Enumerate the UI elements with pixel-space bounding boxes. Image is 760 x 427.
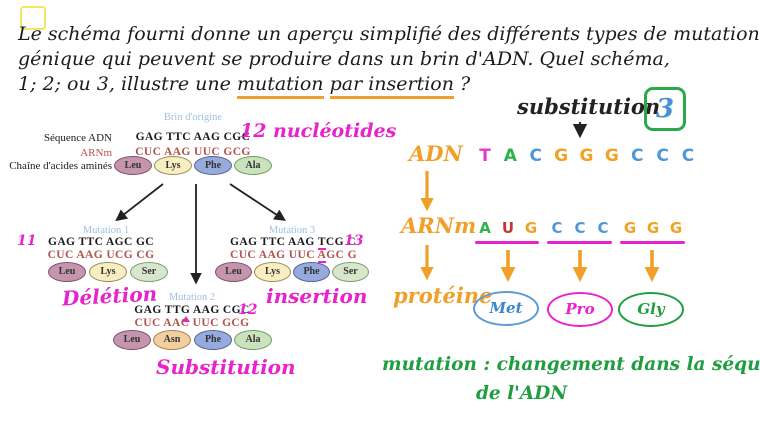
- mutation-2-amino-acid-phe: Phe: [194, 330, 232, 350]
- origin-dna-sequence: GAG TTC AAG CGC: [135, 131, 251, 143]
- substitution-label: Substitution: [156, 355, 296, 379]
- mutation-3-amino-acid-ser: Ser: [332, 262, 369, 282]
- question-underlined-mutation: mutation: [236, 73, 324, 99]
- mutation-1-count: 11: [17, 233, 37, 249]
- protein-pro-oval: Pro: [547, 292, 613, 327]
- insertion-label: insertion: [266, 284, 368, 308]
- mrna-label: ARNm: [80, 147, 112, 159]
- codon-ccc: C C C: [551, 219, 609, 237]
- question-line-2: génique qui peuvent se produire dans un …: [18, 48, 670, 70]
- amino-acid-chain-label: Chaîne d'acides aminés: [9, 160, 112, 172]
- question-line-3-prefix: 1; 2; ou 3, illustre une: [18, 73, 231, 95]
- answer-value: 3: [655, 94, 675, 124]
- dna-base-C: C: [529, 146, 542, 166]
- dna-base-G3: G: [604, 146, 619, 166]
- mutation-1-amino-acid-ser: Ser: [130, 262, 168, 282]
- protein-gly-oval: Gly: [618, 292, 684, 327]
- origin-amino-acid-leu: Leu: [114, 156, 152, 175]
- question-line-3-suffix: ?: [460, 73, 471, 95]
- mutation-3-amino-acid-lys: Lys: [254, 262, 291, 282]
- mutation-3-amino-acid-phe: Phe: [293, 262, 330, 282]
- mutation-3-dna-sequence: GAG TTC AAG TCG C: [230, 236, 356, 250]
- mutation-3-count: 13: [344, 233, 364, 249]
- mutation-1-title: Mutation 1: [82, 225, 130, 236]
- yellow-highlight-box: [20, 6, 46, 30]
- mutation-2-amino-acid-asn: Asn: [153, 330, 191, 350]
- mutation-2-amino-acid-ala: Ala: [234, 330, 272, 350]
- mutation-1-amino-acid-lys: Lys: [89, 262, 127, 282]
- mutation-3-title: Mutation 3: [268, 225, 316, 236]
- mutation-definition-line-1: mutation : changement dans la séquence: [382, 354, 760, 375]
- question-underlined-par-insertion: par insertion: [329, 73, 454, 99]
- answer-box: 3: [644, 87, 686, 131]
- nucleotide-count-annotation: 12 nucléotides: [240, 120, 397, 142]
- adn-row-label: ADN: [409, 141, 463, 166]
- codon-ggg: G G G: [623, 219, 683, 237]
- arrow-origin-to-mutation-3: [229, 183, 286, 221]
- question-line-3: 1; 2; ou 3, illustre une mutation par in…: [18, 72, 471, 99]
- dna-base-G1: G: [554, 146, 569, 166]
- mutation-1-mrna-sequence: CUC AAG UCG CG: [47, 249, 155, 261]
- answer-substitution-label: substitution: [517, 94, 661, 119]
- dna-sequence-label: Séquence ADN: [43, 132, 112, 144]
- origin-mrna-sequence: CUC AAG UUC GCG: [135, 146, 251, 158]
- dna-base-T: T: [479, 146, 491, 166]
- dna-base-C1: C: [631, 146, 644, 166]
- codon-aug: A U G: [479, 219, 538, 237]
- mutation-2-amino-acid-leu: Leu: [113, 330, 151, 350]
- mutation-3-mrna-sequence: CUC AAG UUC AGC G: [230, 249, 357, 263]
- dna-base-sequence: T A C G G G C C C: [474, 146, 699, 166]
- mutation-definition-line-2: de l'ADN: [476, 383, 568, 404]
- mutation-1-amino-acid-leu: Leu: [48, 262, 86, 282]
- codon-ccc-underline: [547, 241, 612, 244]
- arrow-origin-to-mutation-1: [115, 183, 164, 222]
- mutation-2-mrna-sequence: CUC AAC UUC GCG: [134, 317, 250, 329]
- mutation-2-count: 12: [238, 302, 258, 318]
- mutation-1-dna-sequence: GAG TTC AGC GC: [47, 236, 155, 248]
- mutation-3-amino-acid-leu: Leu: [215, 262, 252, 282]
- dna-base-A: A: [503, 146, 517, 166]
- dna-base-C2: C: [656, 146, 669, 166]
- origin-strand-title: Brin d'origine: [163, 112, 223, 123]
- question-line-1: Le schéma fourni donne un aperçu simplif…: [18, 23, 760, 45]
- codon-aug-underline: [475, 241, 539, 244]
- origin-amino-acid-ala: Ala: [234, 156, 272, 175]
- origin-amino-acid-phe: Phe: [194, 156, 232, 175]
- origin-amino-acid-lys: Lys: [154, 156, 192, 175]
- mutation-2-title: Mutation 2: [168, 292, 216, 303]
- codon-ggg-underline: [620, 241, 685, 244]
- mutation-2-dna-sequence: GAG TTG AAG CGC: [134, 304, 250, 316]
- arnm-row-label: ARNm: [401, 213, 477, 238]
- protein-met-oval: Met: [473, 291, 539, 326]
- dna-base-C3: C: [681, 146, 695, 166]
- dna-base-G2: G: [579, 146, 594, 166]
